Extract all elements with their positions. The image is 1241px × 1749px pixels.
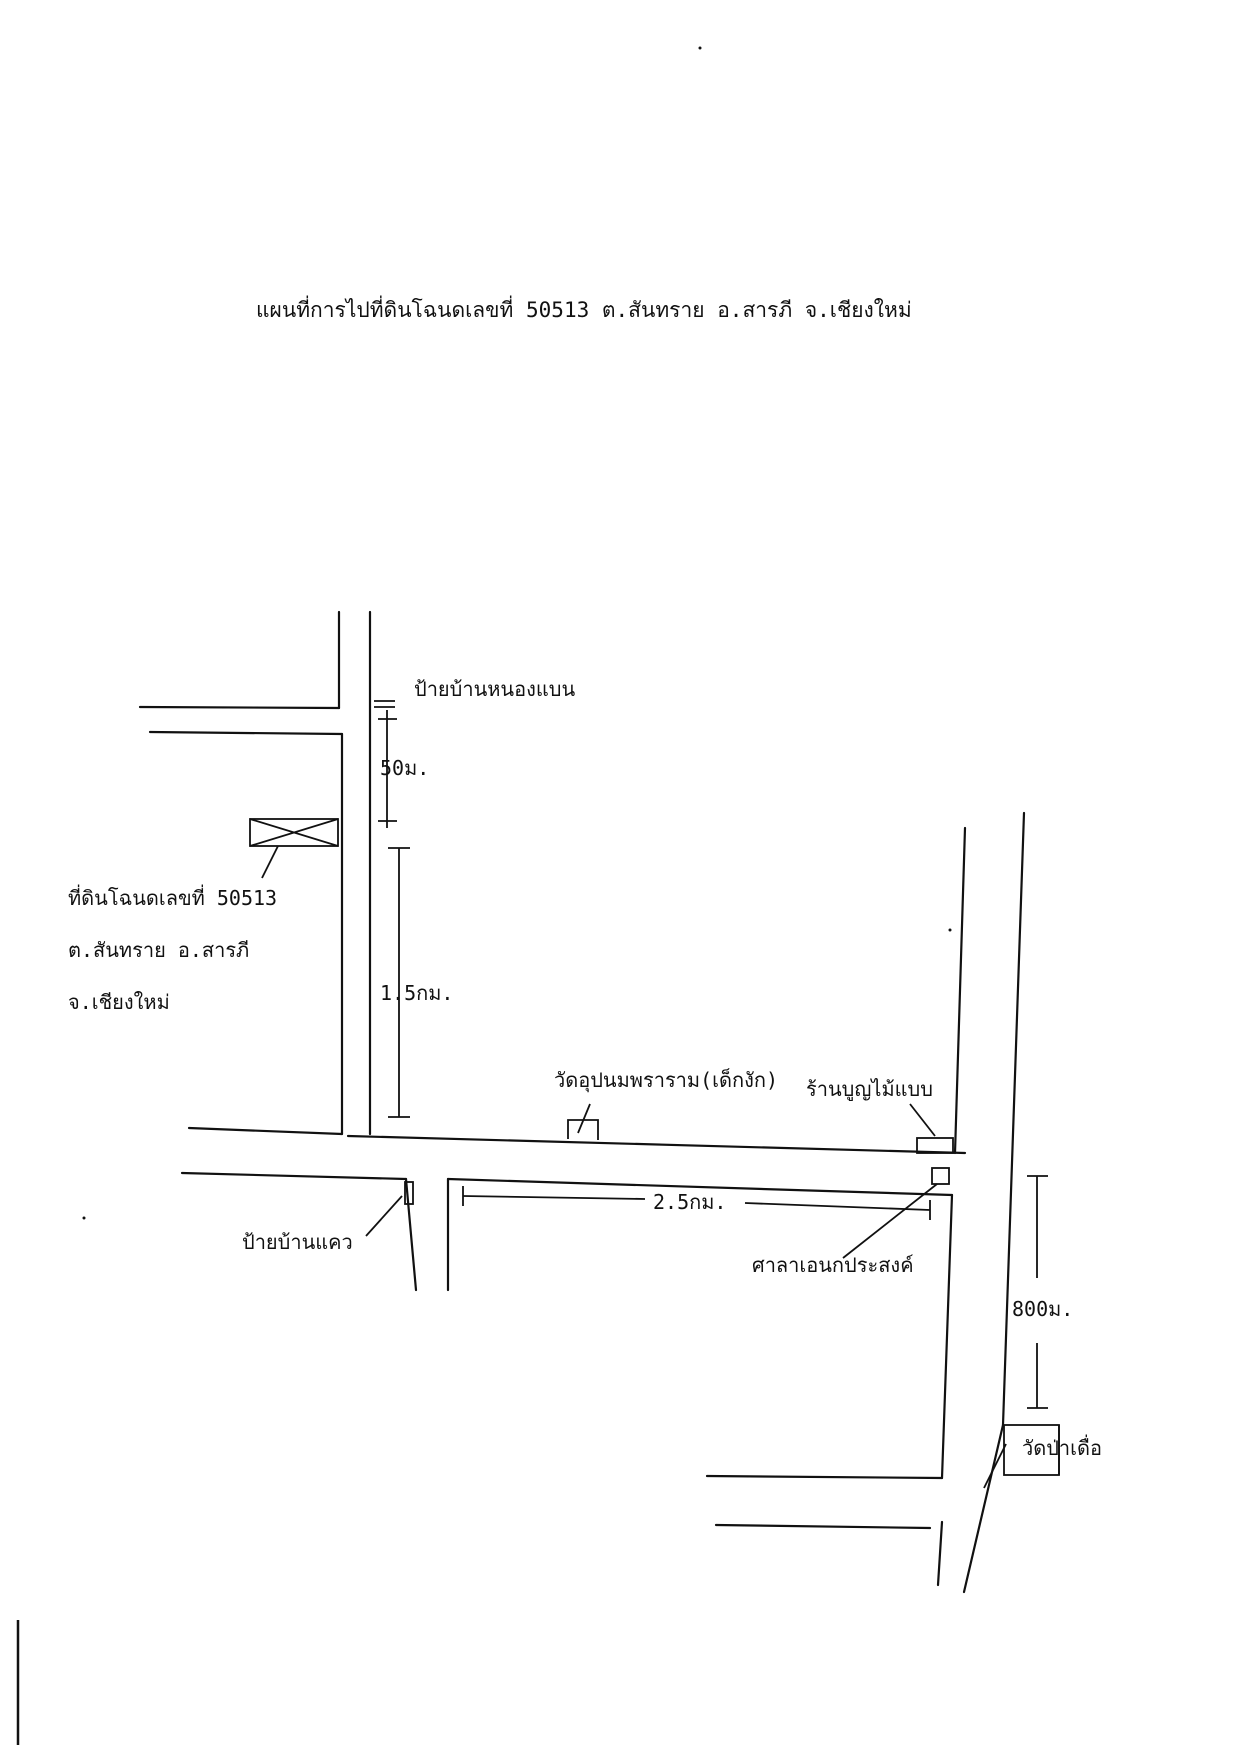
- shrine-marker: [842, 1167, 950, 1259]
- road-edge: [187, 1126, 344, 1136]
- parcel-marker: [249, 818, 339, 879]
- label-dist-2-5km: 2.5กม.: [653, 1190, 727, 1214]
- label-parcel-line3: จ.เชียงใหม่: [68, 990, 170, 1014]
- stray-dot: [82, 1216, 86, 1220]
- sign-ban-kaeo-marker: [365, 1181, 414, 1237]
- road-edge: [962, 1423, 1005, 1594]
- road-edge: [346, 1134, 967, 1155]
- label-parcel-line2: ต.สันทราย อ.สารภี: [68, 938, 250, 962]
- label-shrine: ศาลาเอนกประสงค์: [752, 1253, 914, 1277]
- map-title: แผนที่การไปที่ดินโฉนดเลขที่ 50513 ต.สันท…: [256, 298, 912, 322]
- stray-dot: [698, 46, 702, 50]
- road-edge: [138, 705, 341, 710]
- stray-dot: [948, 928, 952, 932]
- road-edge: [404, 1177, 418, 1292]
- label-dist-50m: 50ม.: [380, 756, 430, 780]
- road-edge: [936, 1520, 944, 1587]
- label-lumber-shop: ร้านบูญไม้แบบ: [806, 1077, 933, 1101]
- road-edge: [446, 1177, 954, 1197]
- dimension-50m: [378, 710, 397, 828]
- label-wat-pa-kue: วัดป่าเดื่อ: [1022, 1436, 1102, 1460]
- road-edge: [940, 1193, 954, 1480]
- road-network: [138, 610, 1026, 1594]
- road-edge: [953, 826, 967, 1155]
- road-edge: [180, 1171, 408, 1181]
- sign-marker: [374, 700, 395, 708]
- dimension-2-5km: [462, 1186, 931, 1220]
- road-edge: [705, 1474, 944, 1480]
- label-dist-800m: 800ม.: [1012, 1297, 1074, 1321]
- label-dist-1-5km: 1.5กม.: [380, 981, 454, 1005]
- wat-upa-marker: [567, 1103, 599, 1140]
- wat-pa-kue-marker: [983, 1424, 1060, 1489]
- road-edge: [714, 1523, 932, 1530]
- label-parcel-line1: ที่ดินโฉนดเลขที่ 50513: [68, 886, 278, 910]
- dimension-800m: [1027, 1175, 1048, 1409]
- road-edge: [148, 730, 344, 736]
- label-wat-upa: วัดอุปนมพราราม(เด็กงัก): [554, 1068, 778, 1092]
- road-edge: [1001, 811, 1026, 1427]
- label-sign-ban-kaeo: ป้ายบ้านแคว: [242, 1230, 353, 1254]
- dimension-1-5km: [388, 847, 410, 1118]
- label-sign-nong-baen: ป้ายบ้านหนองแบน: [414, 677, 576, 701]
- lumber-shop-marker: [909, 1103, 954, 1154]
